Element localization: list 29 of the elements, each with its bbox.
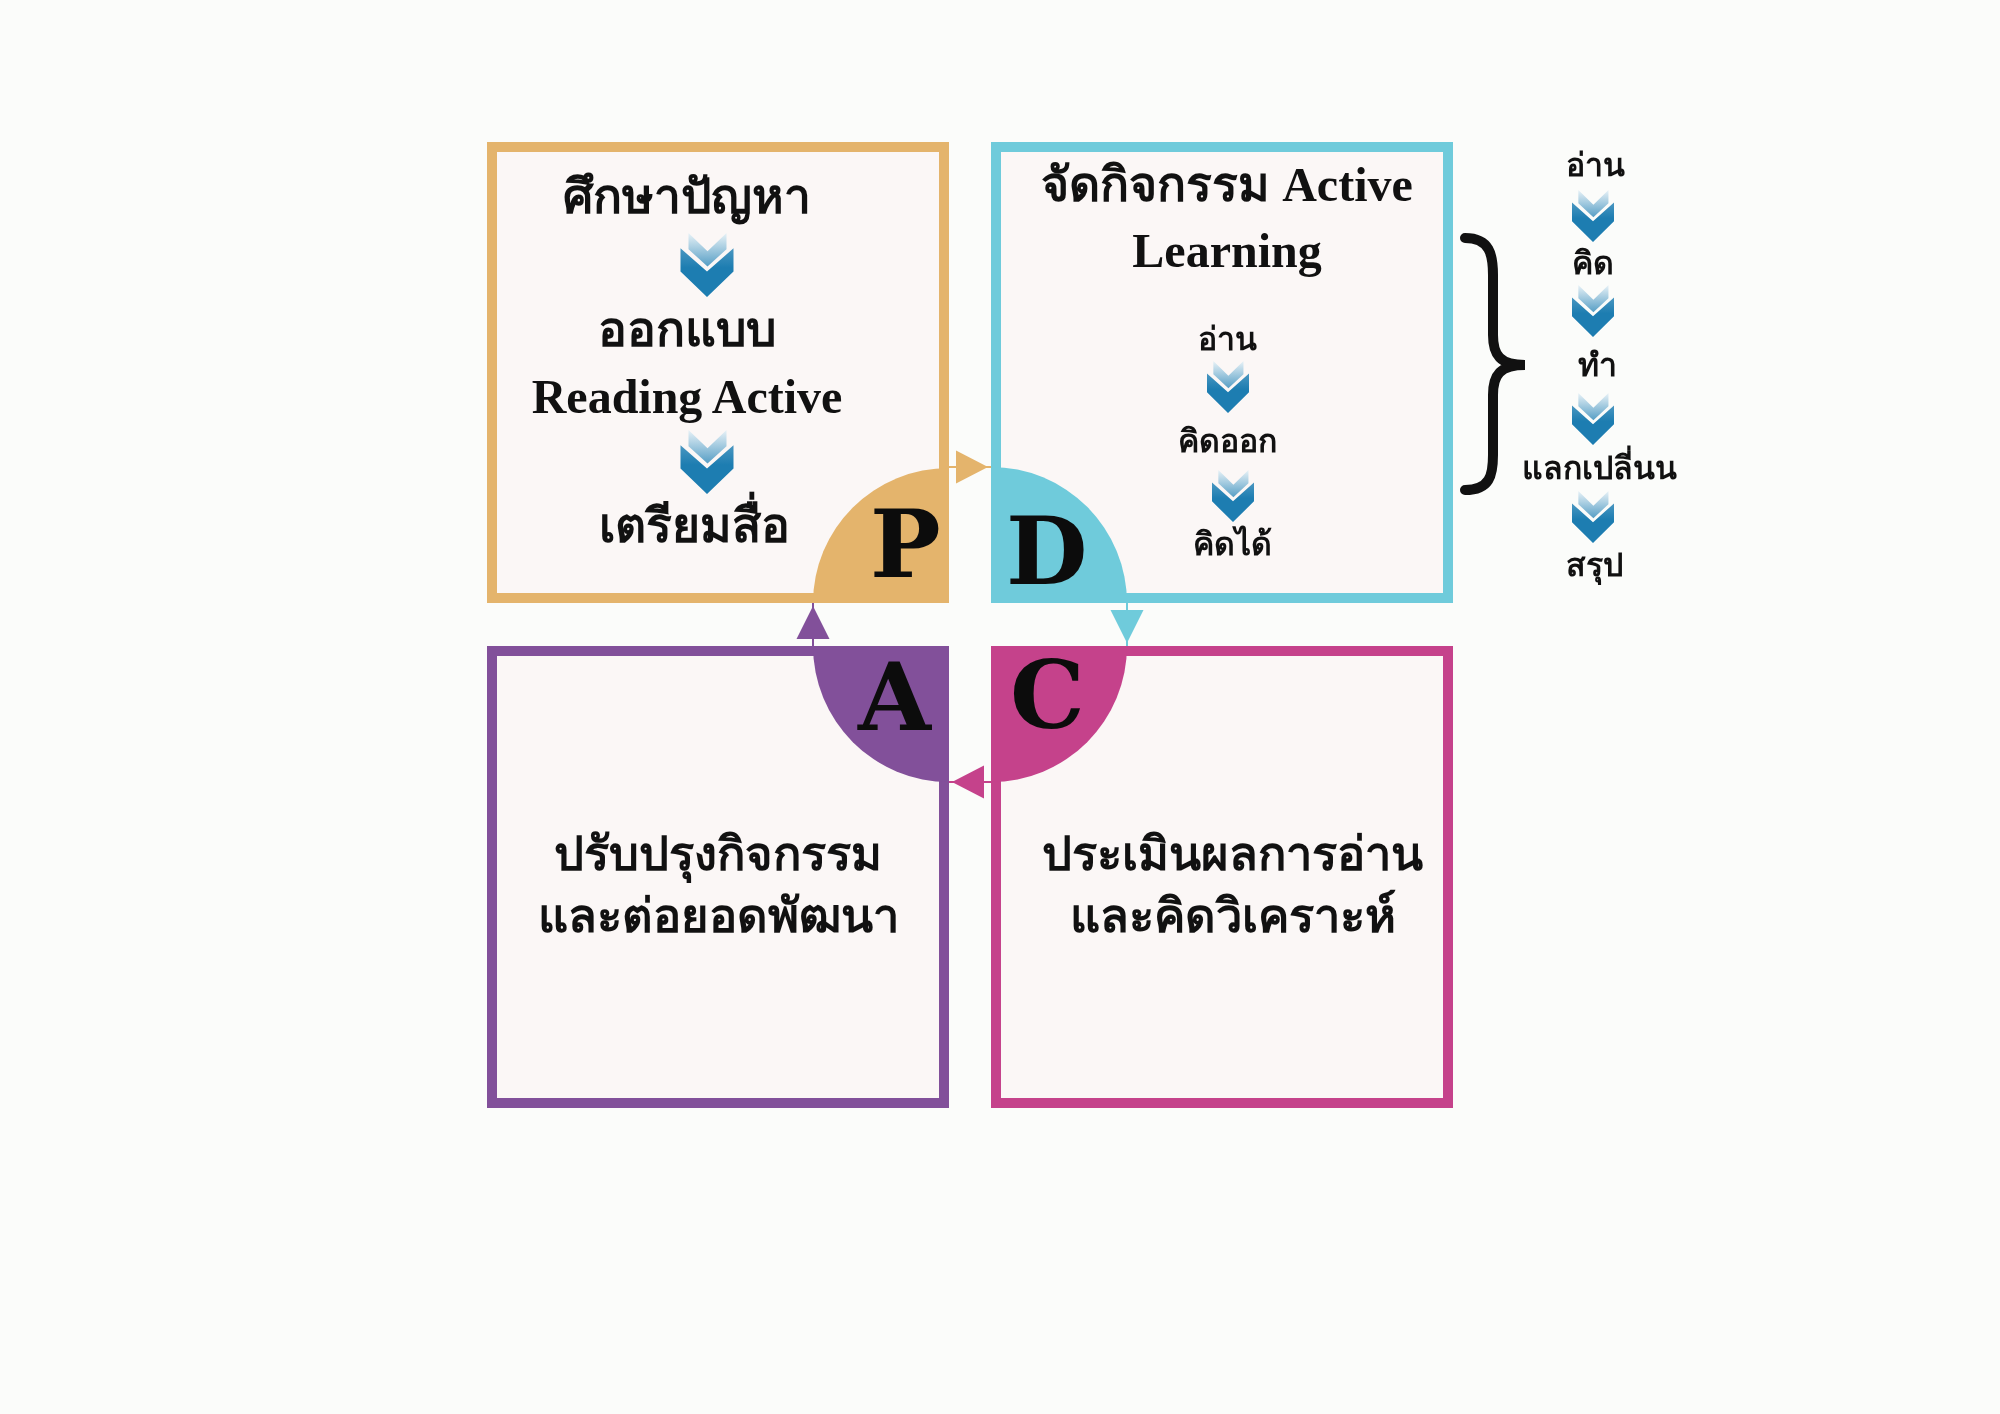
- phase-description: ประเมินผลการอ่าน และคิดวิเคราะห์: [1041, 825, 1424, 945]
- phase-letter: P: [870, 509, 941, 579]
- chevron-arrow: [1207, 361, 1249, 413]
- step-label: ทำ: [1577, 337, 1617, 393]
- phase-box: [487, 142, 949, 603]
- phase-description: ปรับปรุงกิจกรรม และต่อยอดพัฒนา: [536, 825, 900, 945]
- step-label: คิด: [1572, 242, 1614, 285]
- chevron-arrow: [680, 233, 734, 297]
- step-label: อ่าน: [1197, 318, 1257, 361]
- chevron-arrow: [1572, 190, 1614, 242]
- phase-box: [991, 142, 1453, 603]
- chevron-arrow: [1572, 491, 1614, 543]
- step-label: คิดได้: [1192, 522, 1272, 566]
- step-label: แลกเปลี่นน: [1521, 445, 1677, 491]
- chevron-arrow: [1212, 470, 1254, 522]
- phase-heading: จัดกิจกรรม Active Learning: [1040, 157, 1414, 279]
- step-label: อ่าน: [1565, 140, 1625, 190]
- chevron-arrow: [1572, 285, 1614, 337]
- step-label: สรุป: [1565, 543, 1623, 588]
- step-label: ศึกษาปัญหา: [563, 160, 811, 233]
- step-label: คิดออก: [1177, 413, 1277, 470]
- phase-box: [487, 646, 949, 1108]
- chevron-arrow: [1572, 393, 1614, 445]
- phase-box: [991, 646, 1453, 1108]
- step-label: ออกแบบ Reading Active: [526, 297, 848, 430]
- chevron-arrow: [680, 430, 734, 494]
- phase-letter: C: [1010, 660, 1085, 730]
- phase-letter: A: [858, 662, 931, 732]
- phase-letter: D: [1006, 516, 1088, 586]
